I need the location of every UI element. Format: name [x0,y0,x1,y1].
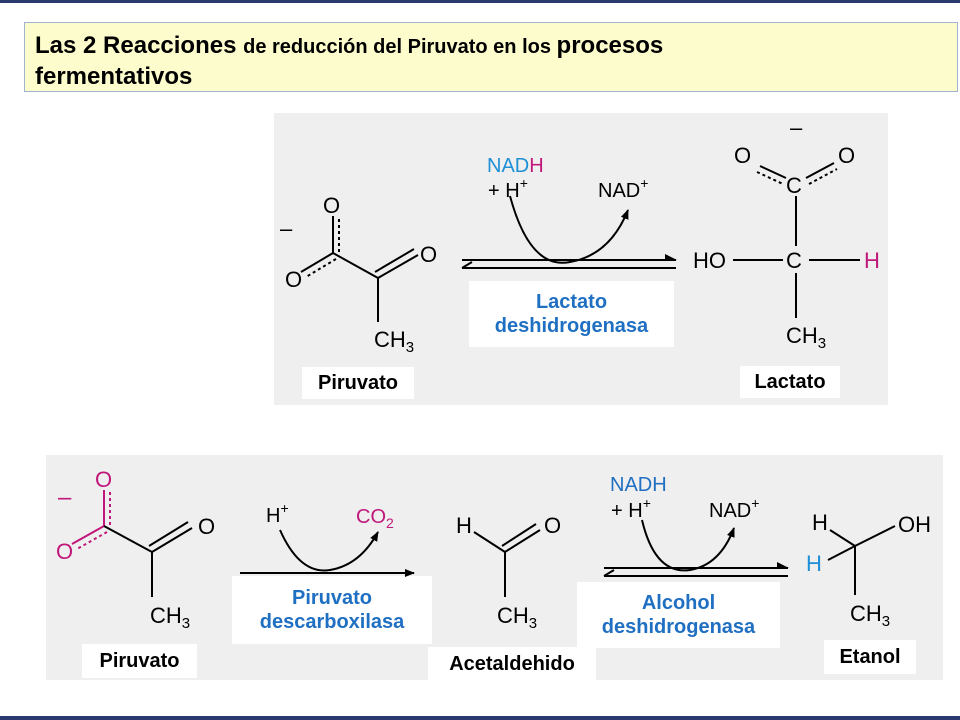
acetaldehyde-structure [473,523,541,597]
atom-o-2: O [285,267,302,292]
bond-lac-o-right-2 [808,168,838,185]
piruvato-label-bottom: Piruvato [82,644,197,678]
lactate-ho: HO [693,248,726,273]
bond-eth-h [829,529,856,547]
nadh-text-1: NADH [487,155,544,177]
bond-c-o-minus [300,252,334,273]
bond-b-c-o-minus-2 [76,531,108,550]
enzyme1-line-2: descarboxilasa [259,611,405,633]
enzyme2-line-2: deshidrogenasa [601,616,756,638]
pyruvate-structure-top [300,216,419,322]
reverse-head-3 [603,569,615,577]
b-atom-o-1: O [95,467,112,492]
bond-c-c [332,252,379,279]
bond-lac-o-left [759,165,787,179]
nad-plus-text-2: NAD+ [709,495,759,522]
lactate-c-2: C [786,248,802,273]
nadh-text-2: NADH [610,474,667,496]
piruvato-label-top: Piruvato [302,367,414,399]
b-atom-o-3: O [198,514,215,539]
bond-lac-o-left-2 [756,171,784,185]
decarboxylation-arrow [240,529,415,577]
curved-arrow-1 [509,195,629,264]
bottom-rule [0,716,960,720]
enzyme2-line-1: Alcohol [641,592,716,614]
enzyme-line-1: Lactato [535,291,608,313]
piruvato-descarboxilasa-label: Piruvato descarboxilasa [232,576,432,644]
eth-h-blue: H [806,551,822,576]
top-rule [0,0,960,3]
lactato-deshidrogenasa-label: Lactato deshidrogenasa [469,281,674,347]
title-part-1: Las 2 Reacciones [35,32,244,59]
bond-ald-o-2 [501,523,537,547]
bond-b-ketone-2 [148,521,189,547]
equilibrium-arrows-1 [461,195,677,269]
eth-oh: OH [898,512,931,537]
lactate-o-right: O [838,143,855,168]
bond-c-o-ketone-2 [374,248,415,273]
ald-ch3: CH3 [497,603,537,632]
ethanol-reaction-panel [46,455,943,680]
nad-plus-text-1: NAD+ [598,175,648,202]
atom-o-1: O [323,193,340,218]
bond-eth-h-blue [827,545,856,561]
ethanol-structure [827,525,896,595]
lactate-ch3: CH3 [786,323,826,352]
bond-b-c-c [103,525,153,553]
bond-ald-h [473,531,506,553]
title-part-2: de reducción del Piruvato en los [243,36,557,58]
slide-title: Las 2 Reacciones de reducción del Piruva… [35,31,935,92]
bond-eth-oh [854,525,896,547]
acetaldehido-label: Acetaldehido [428,647,596,681]
lactate-o-left: O [734,143,751,168]
pyruvate-structure-bottom [71,490,193,597]
title-part-3: procesos [556,32,664,59]
plus-h-text-1: + H+ [488,175,528,202]
h-plus-step1: H+ [266,500,289,527]
etanol-label: Etanol [824,640,916,674]
ald-o: O [544,513,561,538]
reverse-head-1 [461,261,473,269]
title-line-2: fermentativos [35,63,193,90]
slide-title-box: Las 2 Reacciones de reducción del Piruva… [24,22,958,92]
bond-c-o-partial [305,258,337,278]
b-ch3: CH3 [150,603,190,632]
b-atom-o-2: O [56,539,73,564]
lactate-structure [733,162,860,318]
equilibrium-arrows-2 [603,519,789,577]
enzyme-line-2: deshidrogenasa [494,315,649,337]
plus-h-text-2: + H+ [611,495,651,522]
co2-text: CO2 [356,506,394,531]
bond-b-ketone [151,527,193,553]
atom-o-3: O [420,242,437,267]
ch3-top: CH3 [374,327,414,356]
enzyme1-line-1: Piruvato [291,587,373,609]
b-charge-minus: – [58,484,72,511]
bond-c-o-ketone [377,254,419,279]
ald-h: H [456,513,472,538]
lactate-c-1: C [786,173,802,198]
alcohol-deshidrogenasa-label: Alcohol deshidrogenasa [577,582,780,648]
bond-ald-o [504,529,541,553]
bond-b-c-o-minus [71,525,105,545]
lactate-h-magenta: H [864,248,880,273]
curved-arrow-2 [279,529,379,572]
charge-minus-top: – [280,216,293,241]
lactato-label: Lactato [740,366,840,398]
eth-h: H [812,510,828,535]
curved-arrow-3 [641,519,735,572]
bond-lac-o-right [805,162,835,179]
charge-minus-lactate: – [790,115,803,140]
eth-ch3: CH3 [850,601,890,630]
